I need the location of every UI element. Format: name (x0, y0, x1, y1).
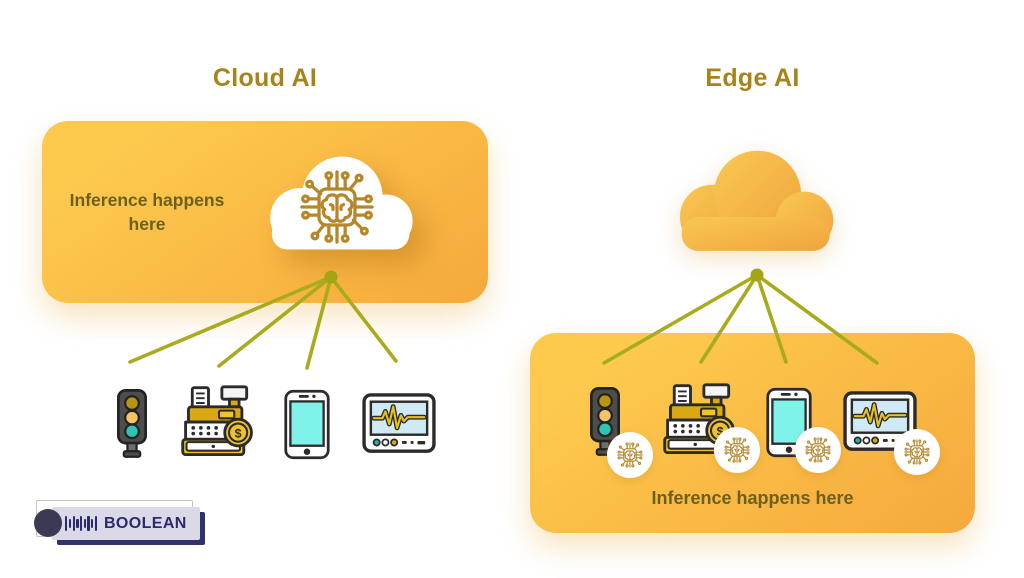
brain-chip-icon (801, 433, 835, 467)
logo-plate: BOOLEAN (52, 507, 200, 540)
logo-text: BOOLEAN (103, 514, 187, 532)
edge-ai-title: Edge AI (705, 64, 800, 92)
cash-register-icon (177, 382, 261, 466)
cloud-panel (42, 121, 488, 303)
ecg-monitor-icon (361, 392, 437, 458)
smartphone-icon (283, 388, 331, 461)
logo-dot (34, 509, 62, 537)
cash-register-icon (659, 380, 760, 473)
ai-chip-badge (795, 427, 841, 473)
edge-inference-label: Inference happens here (651, 488, 854, 508)
ai-chip-badge (714, 427, 760, 473)
ecg-monitor-icon (842, 390, 940, 475)
traffic-light-icon (585, 385, 653, 478)
brain-chip-icon (900, 435, 934, 469)
boolean-logo: BOOLEAN (30, 496, 215, 551)
brain-chip-icon (613, 438, 647, 472)
edge-hub-dot (750, 268, 764, 282)
smartphone-icon (765, 386, 841, 473)
brain-chip-icon (288, 158, 386, 256)
ai-chip-badge (894, 429, 940, 475)
edge-cloud-icon (653, 142, 855, 264)
cloud-ai-title: Cloud AI (212, 64, 318, 92)
cloud-inference-label: Inference happens here (69, 190, 225, 235)
barcode-icon (65, 516, 97, 532)
traffic-light-icon (112, 387, 152, 461)
ai-chip-badge (607, 432, 653, 478)
brain-chip-icon (720, 433, 754, 467)
